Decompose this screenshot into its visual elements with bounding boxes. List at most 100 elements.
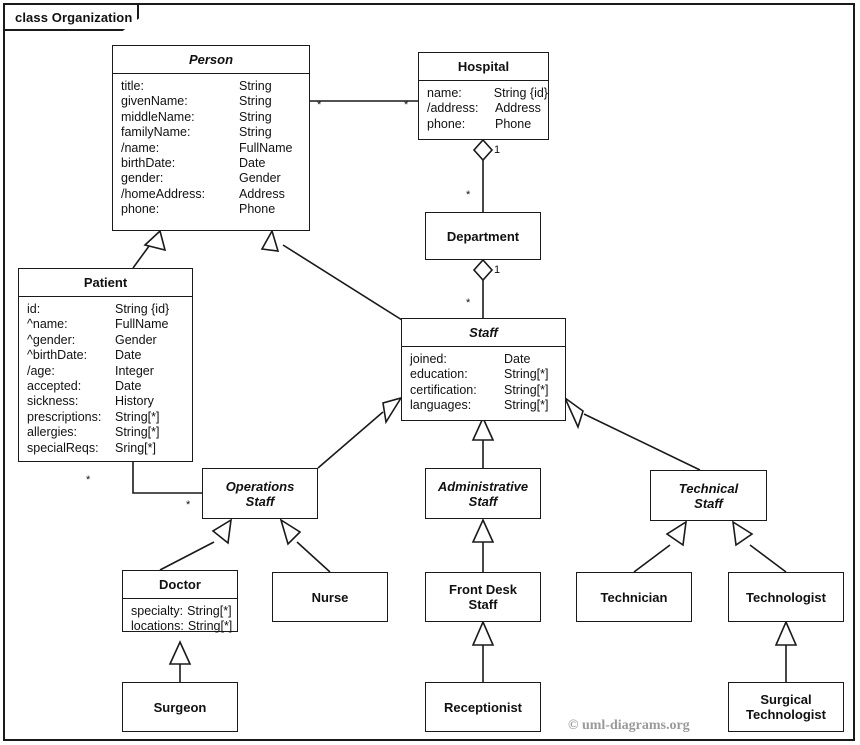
attribute-name: ^gender: [27,332,76,347]
attribute-name: accepted: [27,379,82,394]
multiplicity-hospital-department-hospital-end: 1 [494,144,501,156]
watermark-credit: © uml-diagrams.org [568,718,690,733]
attribute-type: String[*] [504,367,549,382]
attribute-compartment-hospital: name:String {id} /address:Address phone:… [419,81,548,137]
multiplicity-person-hospital-person-end: * [317,99,322,111]
multiplicity-patient-operations-patient-end: * [86,474,91,486]
attribute-row: locations:String[*] [123,619,237,634]
attribute-compartment-person: title:String givenName: String middleName… [113,74,309,223]
multiplicity-department-staff-staff-end: * [466,297,471,309]
attribute-type: Address [239,186,285,201]
class-box-surgeon[interactable]: Surgeon [122,682,238,732]
attribute-name: /address: [427,101,479,116]
attribute-type: String [239,125,272,140]
class-box-receptionist[interactable]: Receptionist [425,682,541,732]
attribute-type: String {id} [493,86,548,100]
attribute-type: Gender [115,332,157,347]
attribute-compartment-staff: joined: Date education: String[*] certific… [402,347,565,419]
attribute-name: prescriptions: [27,409,102,424]
attribute-name: /homeAddress: [121,186,206,201]
attribute-name: middleName: [121,109,195,124]
attribute-name: phone: [121,202,160,217]
attribute-row: phone:Phone [113,202,309,217]
attribute-name: education: [410,367,468,382]
attribute-compartment-doctor: specialty:String[*] locations:String[*] [123,599,237,640]
attribute-compartment-patient: id:String {id} ^name:FullName ^gender:Ge… [19,297,192,461]
attribute-row: title:String [113,79,309,94]
class-box-person[interactable]: Person title:String givenName: String mid… [112,45,310,231]
class-box-doctor[interactable]: Doctor specialty:String[*] locations:Str… [122,570,238,633]
attribute-row: sickness:History [19,394,192,409]
class-name-hospital: Hospital [419,53,548,81]
class-name-doctor: Doctor [123,571,237,599]
class-box-hospital[interactable]: Hospital name:String {id} /address:Addre… [418,52,549,140]
class-name-staff: Staff [402,319,565,347]
attribute-row: gender:Gender [113,171,309,186]
attribute-row: allergies: String[*] [19,425,192,440]
attribute-type: Date [115,348,142,363]
class-box-staff[interactable]: Staff joined: Date education: String[*] ce… [401,318,566,421]
attribute-row: ^name:FullName [19,317,192,332]
attribute-row: /homeAddress: Address [113,187,309,202]
attribute-row: certification:String[*] [402,383,565,398]
attribute-name: /age: [27,363,55,378]
attribute-row: joined: Date [402,352,565,367]
attribute-name: languages: [410,398,472,413]
class-box-technician[interactable]: Technician [576,572,692,622]
multiplicity-hospital-department-department-end: * [466,189,471,201]
attribute-row: phone:Phone [419,117,548,132]
attribute-type: String[*] [187,604,232,618]
attribute-name: sickness: [27,394,79,409]
attribute-type: String[*] [115,409,160,424]
attribute-type: FullName [239,140,293,155]
class-name-person: Person [113,46,309,74]
attribute-type: Date [504,352,531,366]
attribute-row: specialty:String[*] [123,604,237,619]
class-name-technologist: Technologist [746,589,826,605]
attribute-type: Date [115,379,142,394]
attribute-row: /address: Address [419,101,548,116]
attribute-type: Address [495,101,541,116]
attribute-name: specialReqs: [27,440,99,455]
class-box-patient[interactable]: Patient id:String {id} ^name:FullName ^g… [18,268,193,462]
attribute-row: prescriptions: String[*] [19,410,192,425]
diagram-frame-tab: class Organization [3,3,139,31]
attribute-row: accepted: Date [19,379,192,394]
class-name-receptionist: Receptionist [443,699,522,715]
attribute-row: specialReqs:Sring[*] [19,441,192,456]
attribute-name: birthDate: [121,156,176,171]
class-name-technician: Technician [600,589,668,605]
attribute-type: String [239,109,272,124]
attribute-name: familyName: [121,125,191,140]
attribute-name: givenName: [121,94,188,109]
attribute-type: Date [239,156,266,171]
attribute-row: education: String[*] [402,367,565,382]
attribute-name: ^birthDate: [27,348,88,363]
attribute-type: Integer [115,363,154,378]
class-box-technologist[interactable]: Technologist [728,572,844,622]
attribute-row: middleName: String [113,110,309,125]
class-name-patient: Patient [19,269,192,297]
class-box-nurse[interactable]: Nurse [272,572,388,622]
class-box-department[interactable]: Department [425,212,541,260]
multiplicity-person-hospital-hospital-end: * [404,99,409,111]
attribute-type: String {id} [115,302,170,316]
attribute-type: String [239,79,272,93]
attribute-name: joined: [410,352,447,366]
attribute-type: String[*] [115,425,160,440]
attribute-name: locations: [131,619,184,634]
attribute-row: /name:FullName [113,141,309,156]
attribute-row: ^birthDate: Date [19,348,192,363]
attribute-name: allergies: [27,425,78,440]
attribute-row: familyName: String [113,125,309,140]
